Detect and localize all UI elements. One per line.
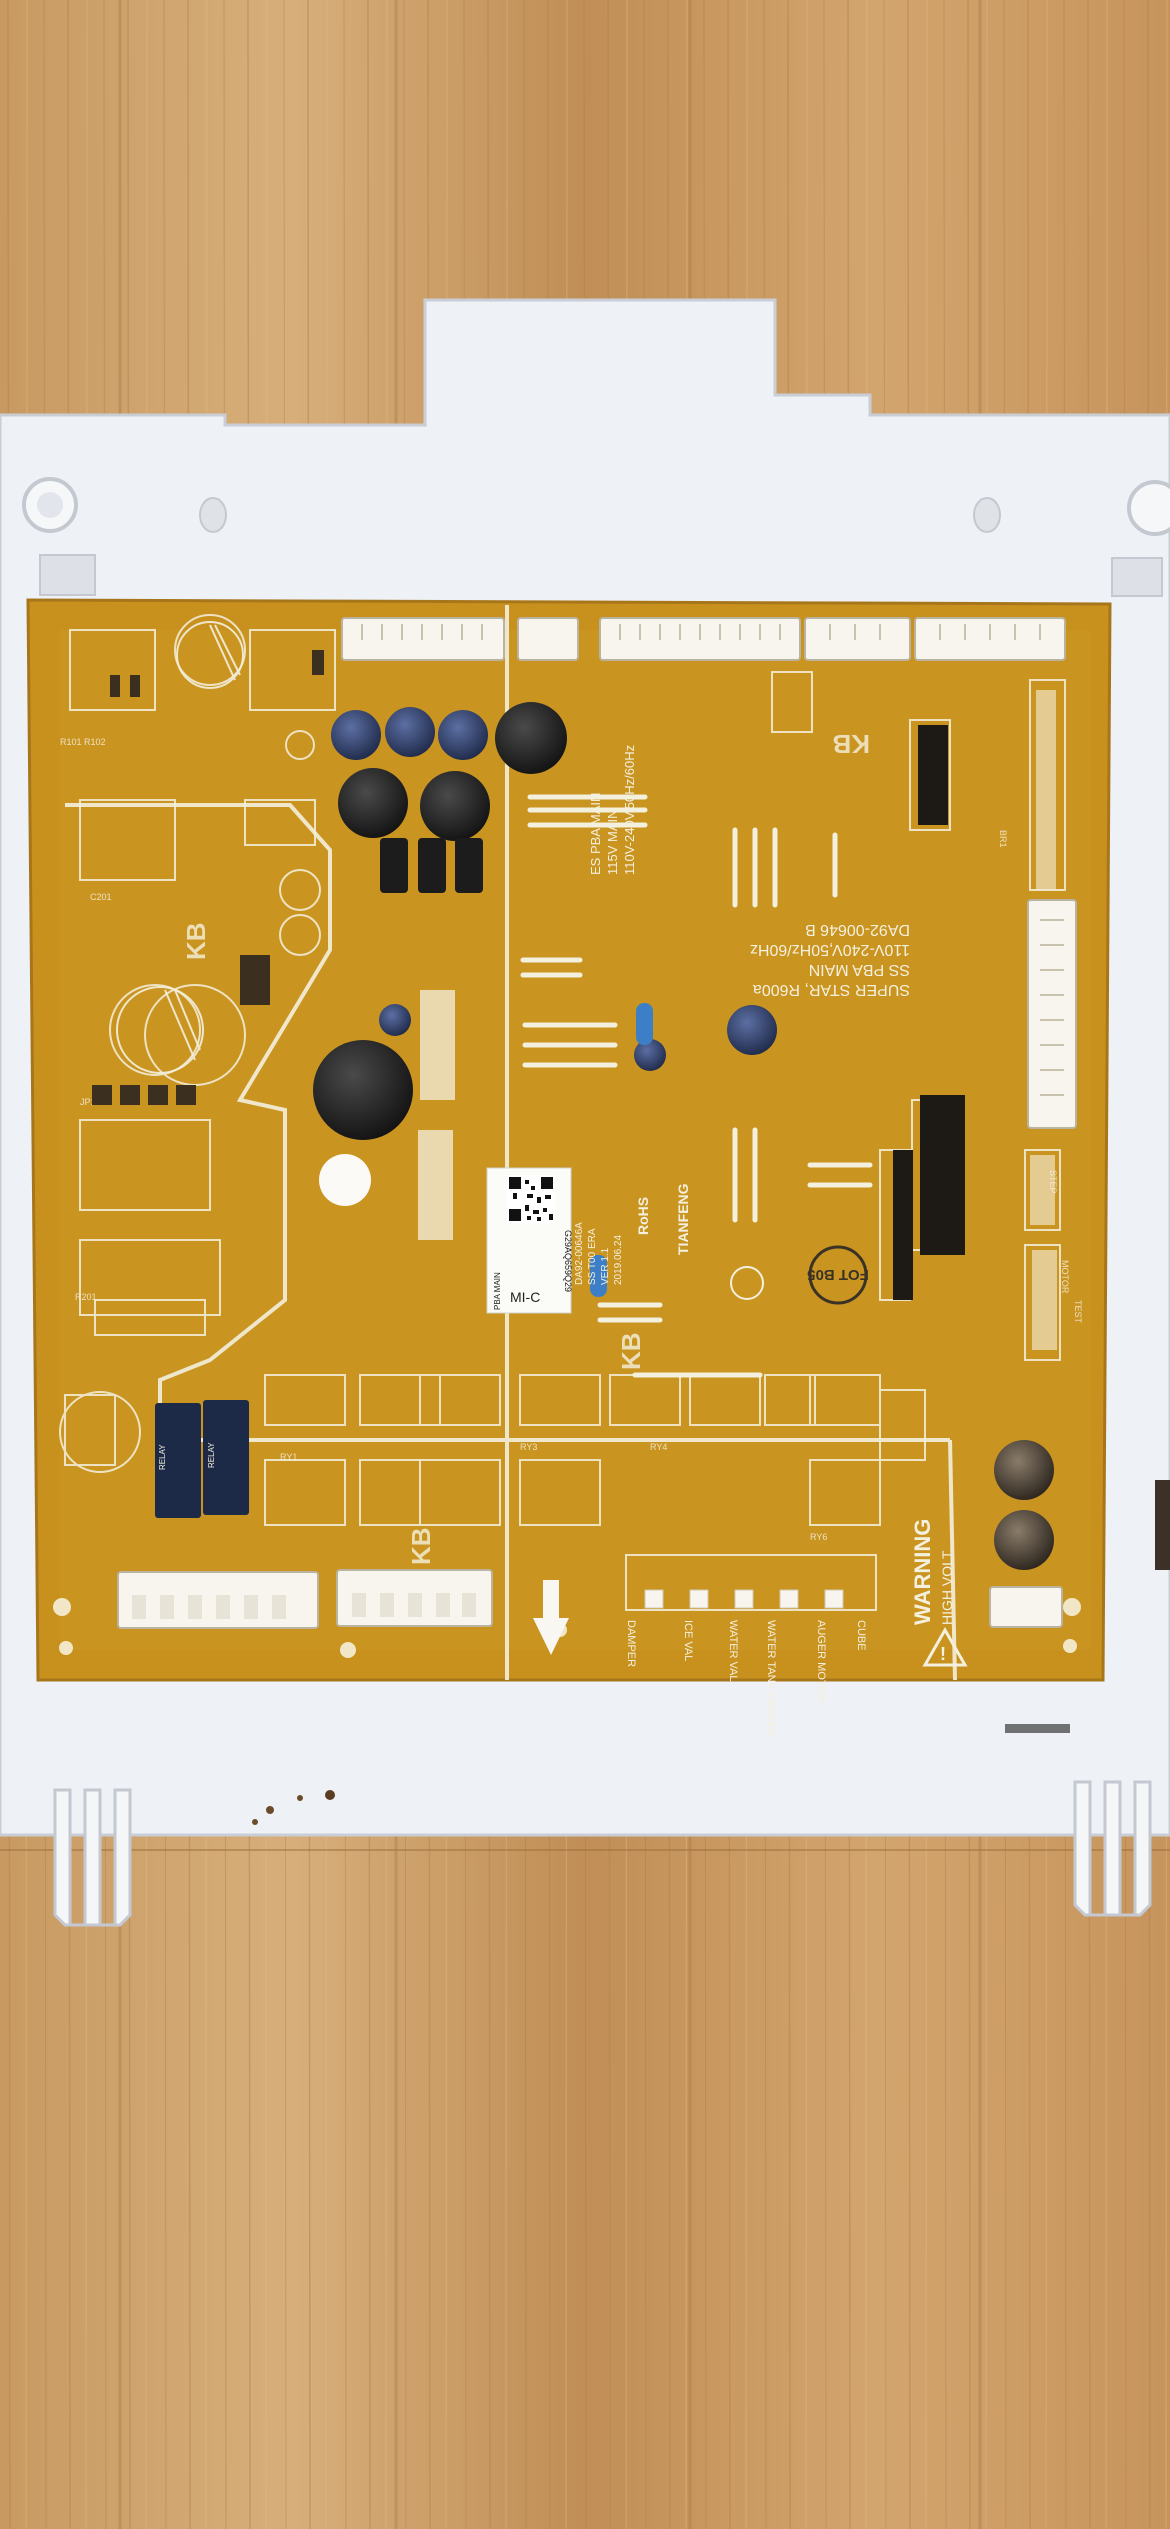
sticker-info-5: 2019.06.24 xyxy=(613,1235,624,1285)
kb-mark: KB xyxy=(832,729,870,759)
sticker-code: MI-C xyxy=(510,1289,540,1305)
bottom-connector-labels: DAMPER ICE VAL WATER VAL WATER TANK HEAT… xyxy=(625,1620,867,1737)
label-water-tank-heater: WATER TANK HEATER xyxy=(765,1620,777,1737)
buzzer xyxy=(313,1040,413,1140)
alt-line-1: ES PBA MAIN xyxy=(588,793,603,875)
svg-text:RY1: RY1 xyxy=(280,1452,297,1462)
label-cube: CUBE xyxy=(855,1620,867,1651)
model-line-4: DA92-00646 B xyxy=(805,921,910,938)
sticker-info-3: SS T00 ERA xyxy=(587,1228,598,1285)
svg-text:TEST: TEST xyxy=(1073,1300,1083,1324)
model-line-2: SS PBA MAIN xyxy=(809,961,910,978)
svg-text:!: ! xyxy=(940,1644,946,1664)
model-line-3: 110V-240V,50Hz/60Hz xyxy=(750,941,910,958)
svg-text:C201: C201 xyxy=(90,892,112,902)
label-water-val: WATER VAL xyxy=(727,1620,739,1682)
warning-title: WARNING xyxy=(910,1519,935,1625)
fot-badge-text: FOT B05 xyxy=(807,1266,869,1283)
model-line-1: SUPER STAR, R600a xyxy=(753,981,910,998)
capacitors xyxy=(331,702,1054,1570)
rohs-text: RoHS xyxy=(635,1197,651,1235)
warning-subtitle: HIGH VOLT. xyxy=(939,1548,955,1625)
kb-mark: KB xyxy=(181,922,211,960)
sticker-line-1: PBA MAIN xyxy=(493,1272,502,1310)
svg-text:RELAY: RELAY xyxy=(207,1442,216,1468)
tianfeng-text: TIANFENG xyxy=(675,1183,691,1255)
svg-text:R201: R201 xyxy=(75,1292,97,1302)
svg-text:RELAY: RELAY xyxy=(158,1444,167,1470)
fot-badge: FOT B05 xyxy=(807,1245,869,1305)
sticker-serial: G29AQ659Q29 xyxy=(563,1230,573,1292)
qr-sticker: PBA MAIN G29AQ659Q29 MI-C xyxy=(486,1167,573,1314)
right-connector xyxy=(1027,899,1077,1129)
top-connectors xyxy=(341,617,1066,661)
sticker-info-2: DA92-00646A xyxy=(574,1222,585,1285)
svg-text:R101 R102: R101 R102 xyxy=(60,737,106,747)
label-ice-val: ICE VAL xyxy=(682,1620,694,1661)
alt-line-2: 115V MAIN xyxy=(605,809,620,875)
label-auger-motor: AUGER MOTOR xyxy=(815,1620,827,1703)
kb-mark: KB xyxy=(406,1527,436,1565)
label-damper: DAMPER xyxy=(625,1620,637,1667)
relays: RELAY RELAY xyxy=(155,1400,249,1518)
model-text-block: SUPER STAR, R600a SS PBA MAIN 110V-240V,… xyxy=(750,921,910,998)
svg-text:BR1: BR1 xyxy=(998,830,1008,848)
sticker-info-4: VER 1.1 xyxy=(600,1247,611,1285)
svg-text:RY3: RY3 xyxy=(520,1442,537,1452)
svg-text:MOTOR: MOTOR xyxy=(1060,1260,1070,1294)
svg-text:RY4: RY4 xyxy=(650,1442,667,1452)
svg-text:RY6: RY6 xyxy=(810,1532,827,1542)
svg-text:JP1: JP1 xyxy=(80,1097,96,1107)
kb-mark: KB xyxy=(616,1332,646,1370)
arrow-down-icon xyxy=(533,1580,569,1655)
warning-label: ! WARNING HIGH VOLT. xyxy=(910,1519,968,1667)
pcb-board: R101 R102 C201 JP1 R201 BR1 STEP MOTOR T… xyxy=(26,598,1112,1737)
